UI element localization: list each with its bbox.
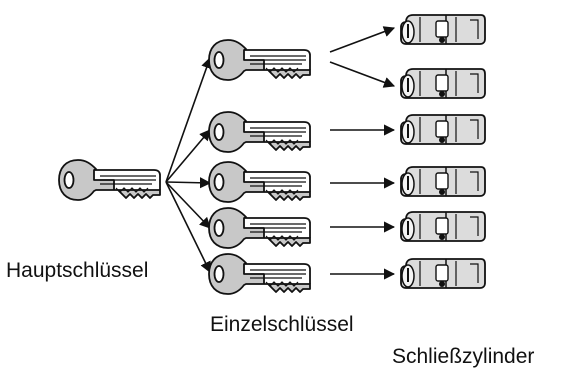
master-to-key-arrows (165, 56, 212, 274)
arrow-master-to-key-1 (165, 56, 212, 183)
individual-key-5-icon (208, 253, 311, 295)
arrow-key-1-to-cylinder-2 (329, 61, 396, 88)
lock-cylinder-5-icon (400, 211, 486, 242)
arrow-master-to-key-3 (165, 177, 212, 189)
arrow-key-1-to-cylinder-1 (329, 26, 396, 53)
individual-key-1-icon (208, 39, 311, 81)
lock-cylinder-6-icon (400, 258, 486, 289)
arrow-master-to-key-2 (165, 129, 211, 183)
arrow-master-to-key-4 (165, 181, 211, 229)
individual-key-2-icon (208, 111, 311, 153)
individual-key-4-icon (208, 207, 311, 249)
master-key-icon (58, 159, 161, 201)
lock-cylinders-label: Schließzylinder (392, 345, 535, 368)
individual-key-3-icon (208, 161, 311, 203)
lock-cylinder-3-icon (400, 114, 486, 145)
individual-keys (208, 39, 311, 295)
lock-cylinders (400, 14, 486, 289)
individual-keys-label: Einzelschlüssel (210, 313, 354, 336)
key-to-cylinder-arrows (329, 26, 396, 280)
lock-cylinder-1-icon (400, 14, 486, 45)
arrow-master-to-key-5 (165, 181, 211, 274)
lock-cylinder-4-icon (400, 166, 486, 197)
lock-cylinder-2-icon (400, 68, 486, 99)
master-key-label: Hauptschlüssel (6, 259, 149, 282)
